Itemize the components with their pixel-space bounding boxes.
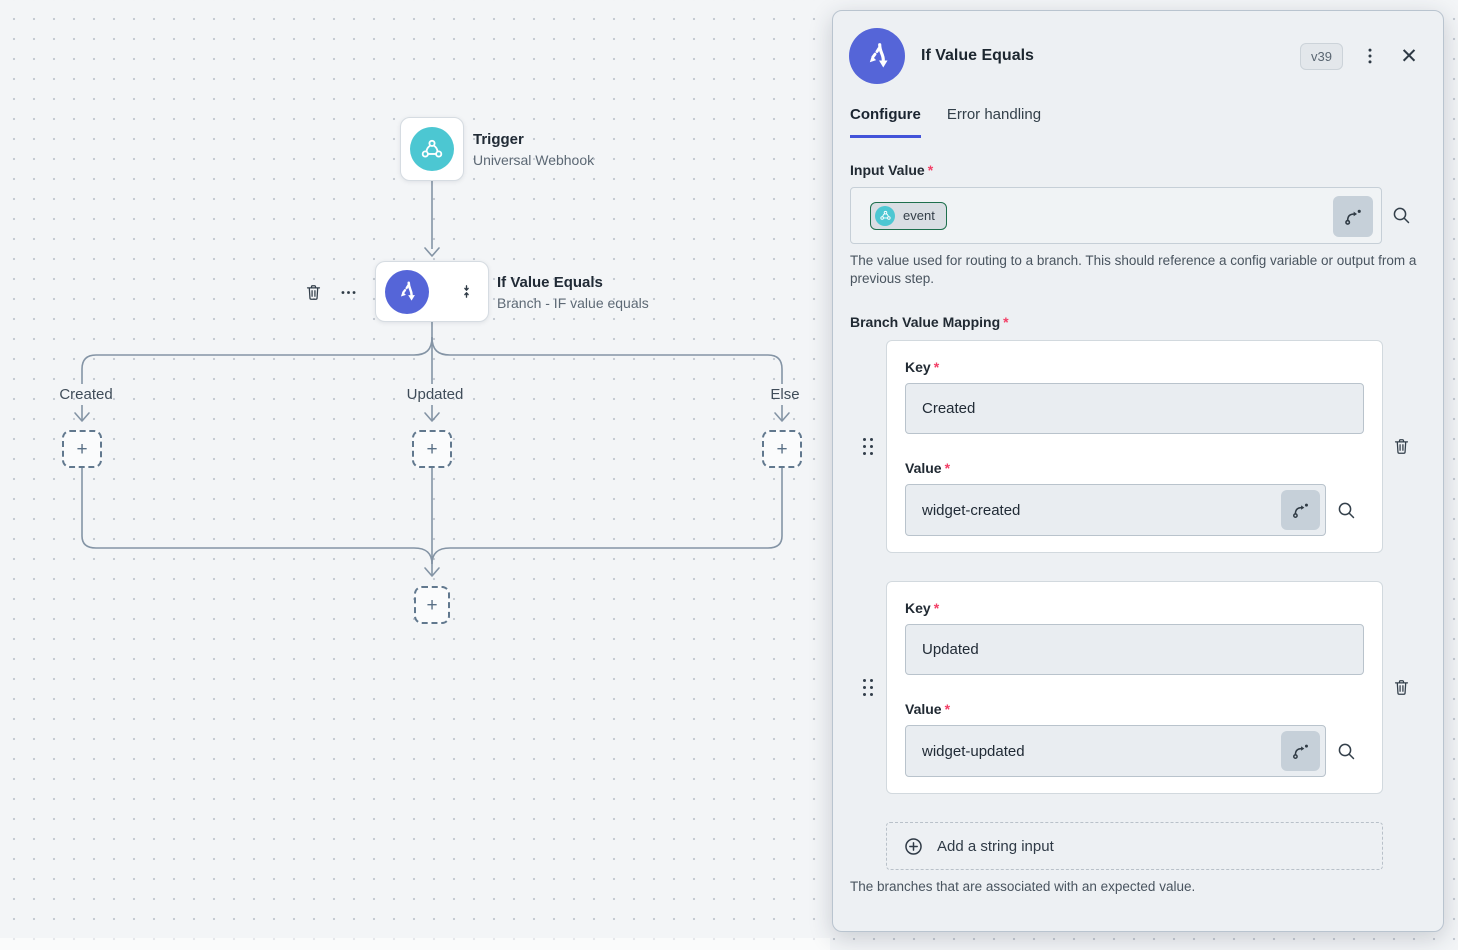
branch-label-else: Else: [770, 386, 800, 403]
search-icon[interactable]: [1328, 492, 1364, 528]
mapping-row: Key* Value*: [850, 340, 1419, 553]
value-input[interactable]: [905, 725, 1326, 777]
add-string-input-button[interactable]: Add a string input: [886, 822, 1383, 870]
value-label: Value*: [905, 701, 951, 717]
delete-mapping-icon[interactable]: [1390, 677, 1412, 699]
horizontal-scrollbar-track[interactable]: [0, 938, 830, 950]
panel-body: Input Value* event: [833, 138, 1443, 896]
add-step-else-button[interactable]: +: [762, 430, 802, 468]
event-reference-chip[interactable]: event: [870, 201, 947, 230]
required-asterisk: *: [1003, 314, 1009, 330]
input-value-field[interactable]: event: [850, 187, 1382, 244]
add-step-created-button[interactable]: +: [62, 430, 102, 468]
add-step-updated-button[interactable]: +: [412, 430, 452, 468]
reference-picker-button[interactable]: [1333, 196, 1373, 237]
key-label: Key*: [905, 600, 940, 616]
add-string-input-label: Add a string input: [937, 837, 1054, 855]
step-config-panel: If Value Equals v39 ✕ Configure Error ha…: [832, 10, 1444, 932]
chip-label: event: [903, 208, 935, 223]
kebab-menu-icon[interactable]: [1359, 45, 1381, 67]
add-step-after-branch-button[interactable]: +: [414, 586, 450, 624]
key-input[interactable]: [905, 383, 1364, 434]
panel-tabs: Configure Error handling: [833, 84, 1443, 138]
mapping-card: Key* Value*: [886, 581, 1383, 794]
panel-header: If Value Equals v39 ✕: [833, 11, 1443, 84]
version-badge[interactable]: v39: [1300, 42, 1343, 70]
required-asterisk: *: [933, 359, 940, 375]
branch-icon: [385, 269, 429, 314]
mapping-row: Key* Value*: [850, 581, 1419, 794]
plus-circle-icon: [903, 836, 924, 857]
search-icon[interactable]: [1383, 198, 1419, 234]
value-input[interactable]: [905, 484, 1326, 536]
mapping-card: Key* Value*: [886, 340, 1383, 553]
branch-label-updated: Updated: [406, 386, 464, 403]
branch-step-title: If Value Equals: [497, 274, 603, 291]
branch-label-created: Created: [59, 386, 113, 403]
webhook-icon: [875, 205, 895, 226]
required-asterisk: *: [933, 600, 940, 616]
value-label: Value*: [905, 460, 951, 476]
tab-error-handling[interactable]: Error handling: [946, 106, 1042, 123]
tab-configure[interactable]: Configure: [850, 106, 921, 138]
branch-icon: [849, 28, 905, 84]
branch-step-label: If Value Equals Branch - IF value equals: [497, 272, 649, 314]
trigger-node-label: Trigger Universal Webhook: [473, 129, 594, 171]
drag-handle[interactable]: [863, 679, 873, 696]
trigger-subtitle: Universal Webhook: [473, 152, 595, 168]
trigger-node[interactable]: [400, 117, 464, 181]
more-actions-icon[interactable]: [338, 282, 358, 302]
reference-picker-button[interactable]: [1281, 490, 1320, 530]
input-value-label: Input Value*: [850, 162, 934, 178]
required-asterisk: *: [927, 162, 934, 178]
close-icon[interactable]: ✕: [1397, 44, 1421, 68]
key-label: Key*: [905, 359, 940, 375]
delete-mapping-icon[interactable]: [1390, 436, 1412, 458]
reference-picker-button[interactable]: [1281, 731, 1320, 771]
drag-handle[interactable]: [863, 438, 873, 455]
input-value-help: The value used for routing to a branch. …: [850, 253, 1417, 286]
branch-value-mapping-label: Branch Value Mapping*: [850, 314, 1009, 330]
delete-step-icon[interactable]: [303, 282, 323, 302]
key-input[interactable]: [905, 624, 1364, 675]
required-asterisk: *: [944, 701, 951, 717]
webhook-icon: [410, 127, 454, 171]
collapse-branches-icon[interactable]: [457, 283, 475, 301]
branch-step-node[interactable]: [375, 261, 489, 322]
search-icon[interactable]: [1328, 733, 1364, 769]
branch-step-subtitle: Branch - IF value equals: [497, 295, 649, 311]
trigger-title: Trigger: [473, 131, 524, 148]
required-asterisk: *: [944, 460, 951, 476]
panel-title: If Value Equals: [921, 47, 1034, 64]
branch-value-mapping-help: The branches that are associated with an…: [850, 879, 1196, 894]
